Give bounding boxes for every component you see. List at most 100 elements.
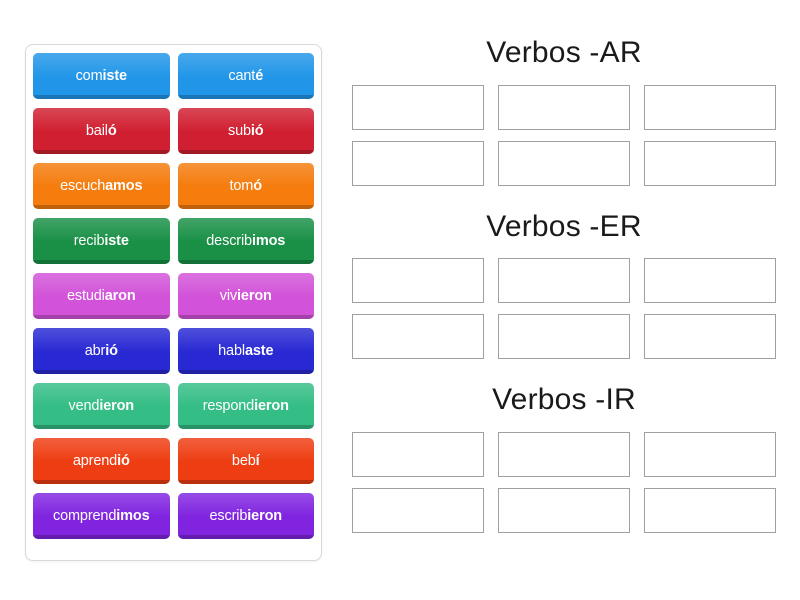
word-tile-label: describimos [206, 234, 285, 249]
word-tile-label: escribieron [209, 507, 283, 524]
verb-ending: ieron [247, 507, 282, 524]
word-tile[interactable]: comprendimos [33, 493, 170, 539]
category-title: Verbos -IR [492, 383, 636, 416]
drop-slot[interactable] [352, 258, 484, 303]
verb-stem: escuch [60, 177, 106, 194]
word-tile[interactable]: vivieron [177, 273, 314, 319]
drop-slot[interactable] [352, 140, 484, 186]
verb-ending: imos [251, 232, 286, 249]
verb-ending: í [255, 452, 260, 469]
word-tile-label: canté [228, 69, 263, 84]
verb-ending: imos [116, 507, 150, 524]
drop-slot[interactable] [498, 258, 630, 303]
verb-stem: comprend [52, 507, 117, 524]
word-tile[interactable]: comiste [33, 53, 170, 99]
category-columns: Verbos -AR Verbos -ER Verbos -IR [352, 36, 776, 557]
verb-stem: recib [73, 232, 105, 249]
verb-stem: viv [219, 287, 238, 304]
word-tile-label: bailó [86, 124, 117, 139]
word-tile[interactable]: subió [177, 108, 314, 154]
word-tile-label: estudiaron [67, 289, 136, 304]
drop-slot[interactable] [498, 314, 630, 359]
verb-stem: aprend [72, 452, 118, 469]
verb-ending: ió [105, 342, 118, 359]
verb-ending: ieron [99, 397, 135, 414]
word-tile[interactable]: aprendió [33, 438, 170, 484]
word-tile[interactable]: bebí [177, 438, 314, 484]
verb-ending: iste [102, 67, 128, 84]
drop-slot-grid [352, 84, 776, 186]
verb-stem: com [75, 67, 103, 84]
verb-ending: ó [253, 177, 262, 194]
verb-ending: iste [104, 232, 129, 249]
drop-slot[interactable] [498, 431, 630, 477]
drop-slot[interactable] [644, 140, 776, 186]
drop-slot[interactable] [644, 258, 776, 303]
drop-slot[interactable] [644, 314, 776, 359]
word-tile-label: vendieron [68, 399, 134, 414]
category-title: Verbos -ER [486, 209, 642, 243]
word-tile[interactable]: canté [177, 53, 314, 99]
verb-ending: ió [250, 122, 264, 139]
verb-stem: respond [202, 397, 255, 414]
word-tile-label: tomó [229, 177, 263, 194]
verb-ending: ieron [237, 287, 272, 304]
drop-slot[interactable] [352, 84, 484, 130]
word-tile[interactable]: tomó [177, 163, 314, 209]
verb-ending: é [255, 67, 264, 84]
word-tile[interactable]: vendieron [33, 383, 170, 429]
verb-stem: tom [229, 177, 254, 194]
word-tile-label: aprendió [73, 454, 130, 469]
word-tile[interactable]: describimos [177, 218, 314, 264]
word-tile-label: bebí [232, 454, 260, 469]
verb-ending: ó [107, 122, 117, 139]
drop-slot[interactable] [352, 487, 484, 533]
word-tile-label: subió [228, 124, 264, 139]
verb-ending: ió [117, 452, 130, 469]
word-tile-label: escuchamos [60, 179, 142, 194]
verb-stem: describ [206, 232, 252, 249]
drop-slot-grid [352, 431, 776, 533]
word-tile-label: recibiste [74, 234, 129, 249]
category-title: Verbos -AR [486, 36, 642, 69]
word-tile-label: hablaste [218, 344, 273, 359]
word-tile[interactable]: bailó [33, 108, 170, 154]
category-group: Verbos -AR [352, 36, 776, 186]
drop-slot[interactable] [644, 431, 776, 477]
drop-slot[interactable] [498, 487, 630, 533]
word-tile[interactable]: escribieron [177, 493, 314, 539]
verb-ending: aste [244, 342, 274, 359]
word-tile-label: abrió [85, 344, 118, 359]
drop-slot[interactable] [352, 314, 484, 359]
drop-slot[interactable] [352, 431, 484, 477]
category-group: Verbos -IR [352, 383, 776, 533]
verb-ending: ieron [254, 397, 289, 414]
drop-slot[interactable] [498, 84, 630, 130]
word-tile[interactable]: escuchamos [33, 163, 170, 209]
drop-slot[interactable] [498, 140, 630, 186]
verb-stem: abr [84, 342, 106, 359]
word-tile-label: respondieron [203, 399, 289, 414]
verb-stem: bail [85, 122, 108, 139]
verb-stem: estudi [66, 287, 105, 304]
drop-slot[interactable] [644, 487, 776, 533]
category-group: Verbos -ER [352, 209, 776, 359]
drop-slot[interactable] [644, 84, 776, 130]
word-tile[interactable]: respondieron [177, 383, 314, 429]
verb-stem: beb [231, 452, 256, 469]
verb-stem: cant [228, 67, 256, 84]
verb-ending: amos [105, 177, 143, 194]
word-tile-label: vivieron [220, 289, 272, 304]
word-tile[interactable]: recibiste [33, 218, 170, 264]
verb-stem: sub [227, 122, 251, 139]
word-tile[interactable]: estudiaron [33, 273, 170, 319]
word-tile[interactable]: abrió [33, 328, 170, 374]
verb-stem: escrib [209, 507, 248, 524]
word-tile[interactable]: hablaste [177, 328, 314, 374]
word-tile-label: comiste [76, 69, 127, 84]
verb-stem: vend [68, 397, 100, 414]
drop-slot-grid [352, 258, 776, 359]
verb-stem: habl [218, 342, 245, 359]
